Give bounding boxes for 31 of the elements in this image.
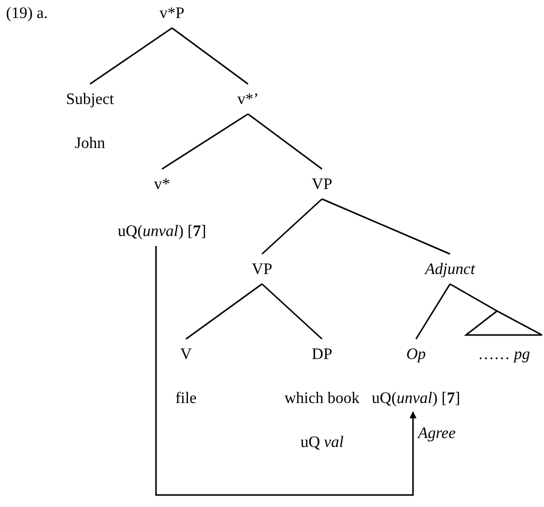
tree-label: VP	[252, 260, 272, 280]
tree-branch	[262, 198, 322, 255]
feature-label: which book	[284, 389, 360, 409]
tree-label: V	[180, 345, 192, 365]
feature-label: uQ val	[300, 433, 344, 453]
tree-branch	[322, 198, 450, 255]
tree-label: DP	[312, 345, 332, 365]
tree-label: v*	[154, 175, 170, 195]
tree-branch	[450, 283, 498, 312]
feature-label: uQ(unval) [7]	[118, 222, 206, 242]
tree-label: v*P	[160, 4, 184, 24]
edge-label: Agree	[418, 424, 456, 444]
feature-label: file	[175, 389, 197, 409]
tree-branch	[248, 113, 322, 170]
tree-label: Op	[406, 345, 426, 365]
tree-branch	[90, 27, 172, 85]
tree-label: v*’	[237, 90, 259, 110]
tree-branch	[162, 113, 248, 170]
tree-branch	[172, 27, 248, 85]
roof-triangle	[466, 311, 542, 335]
tree-branch	[415, 284, 451, 340]
tree-label: Subject	[66, 90, 114, 110]
feature-label: John	[74, 134, 106, 154]
feature-label: uQ(unval) [7]	[372, 389, 460, 409]
tree-branch	[186, 283, 262, 340]
example-number: (19) a.	[6, 4, 48, 24]
tree-label: VP	[312, 175, 332, 195]
tree-label: Adjunct	[425, 260, 475, 280]
tree-branch	[262, 283, 322, 340]
tree-label: …… pg	[478, 345, 530, 365]
agree-arrow	[155, 246, 416, 496]
